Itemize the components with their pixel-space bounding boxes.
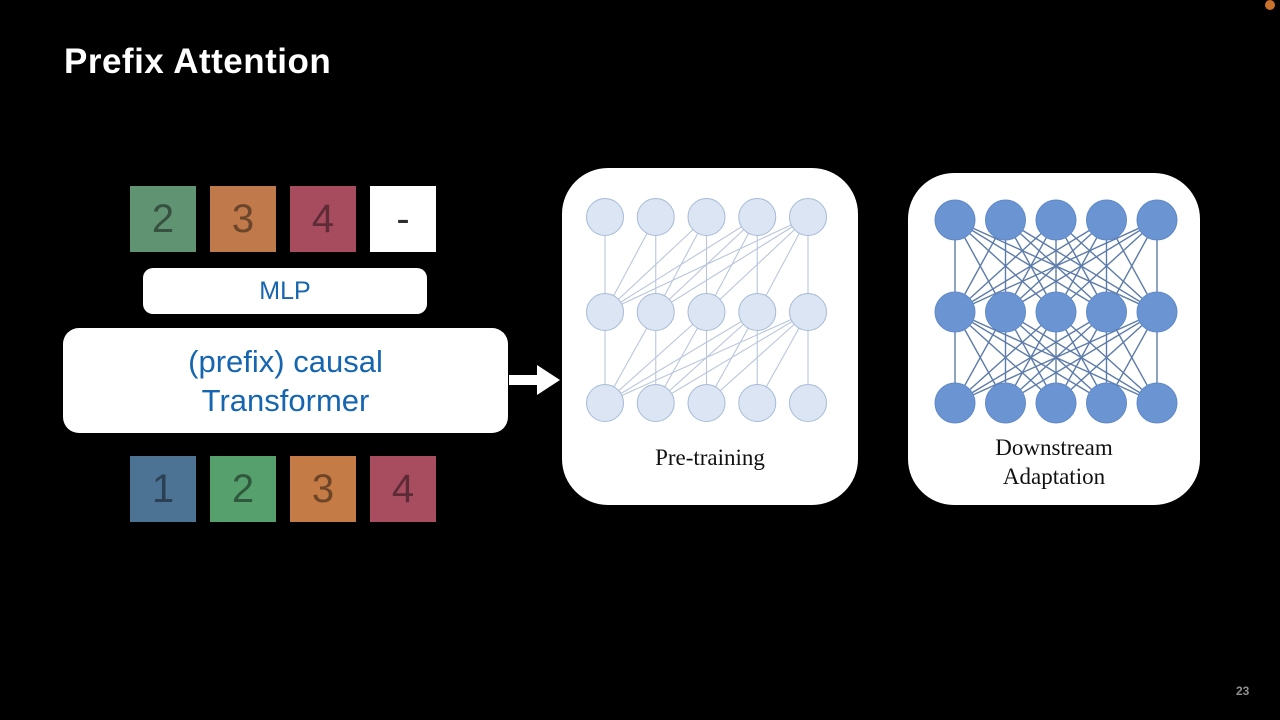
transformer-label-line2: Transformer (201, 382, 370, 418)
output-token-row: 2 3 4 - (130, 186, 436, 252)
downstream-adaptation-label: Downstream Adaptation (995, 435, 1113, 489)
downstream-adaptation-network-card: Downstream Adaptation (908, 173, 1200, 505)
pretraining-network-card: Pre-training (562, 168, 858, 505)
input-token-row: 1 2 3 4 (130, 456, 436, 522)
output-token-4: 4 (290, 186, 356, 252)
pretraining-label: Pre-training (655, 445, 765, 470)
recording-indicator-dot (1265, 0, 1275, 10)
transformer-box: (prefix) causal Transformer (63, 328, 508, 433)
input-token-4: 4 (370, 456, 436, 522)
mlp-label: MLP (259, 276, 311, 305)
page-number: 23 (1236, 684, 1250, 698)
output-token-2: 2 (130, 186, 196, 252)
input-token-2: 2 (210, 456, 276, 522)
right-arrow-head-icon (537, 365, 560, 395)
output-token-blank: - (370, 186, 436, 252)
right-arrow-icon (509, 375, 538, 385)
output-token-3: 3 (210, 186, 276, 252)
slide-title: Prefix Attention (64, 42, 332, 81)
input-token-3: 3 (290, 456, 356, 522)
downstream-adaptation-network-diagram (934, 199, 1178, 424)
mlp-box: MLP (143, 268, 427, 314)
transformer-label-line1: (prefix) causal (188, 343, 383, 379)
pretraining-network-diagram (586, 198, 827, 422)
input-token-1: 1 (130, 456, 196, 522)
